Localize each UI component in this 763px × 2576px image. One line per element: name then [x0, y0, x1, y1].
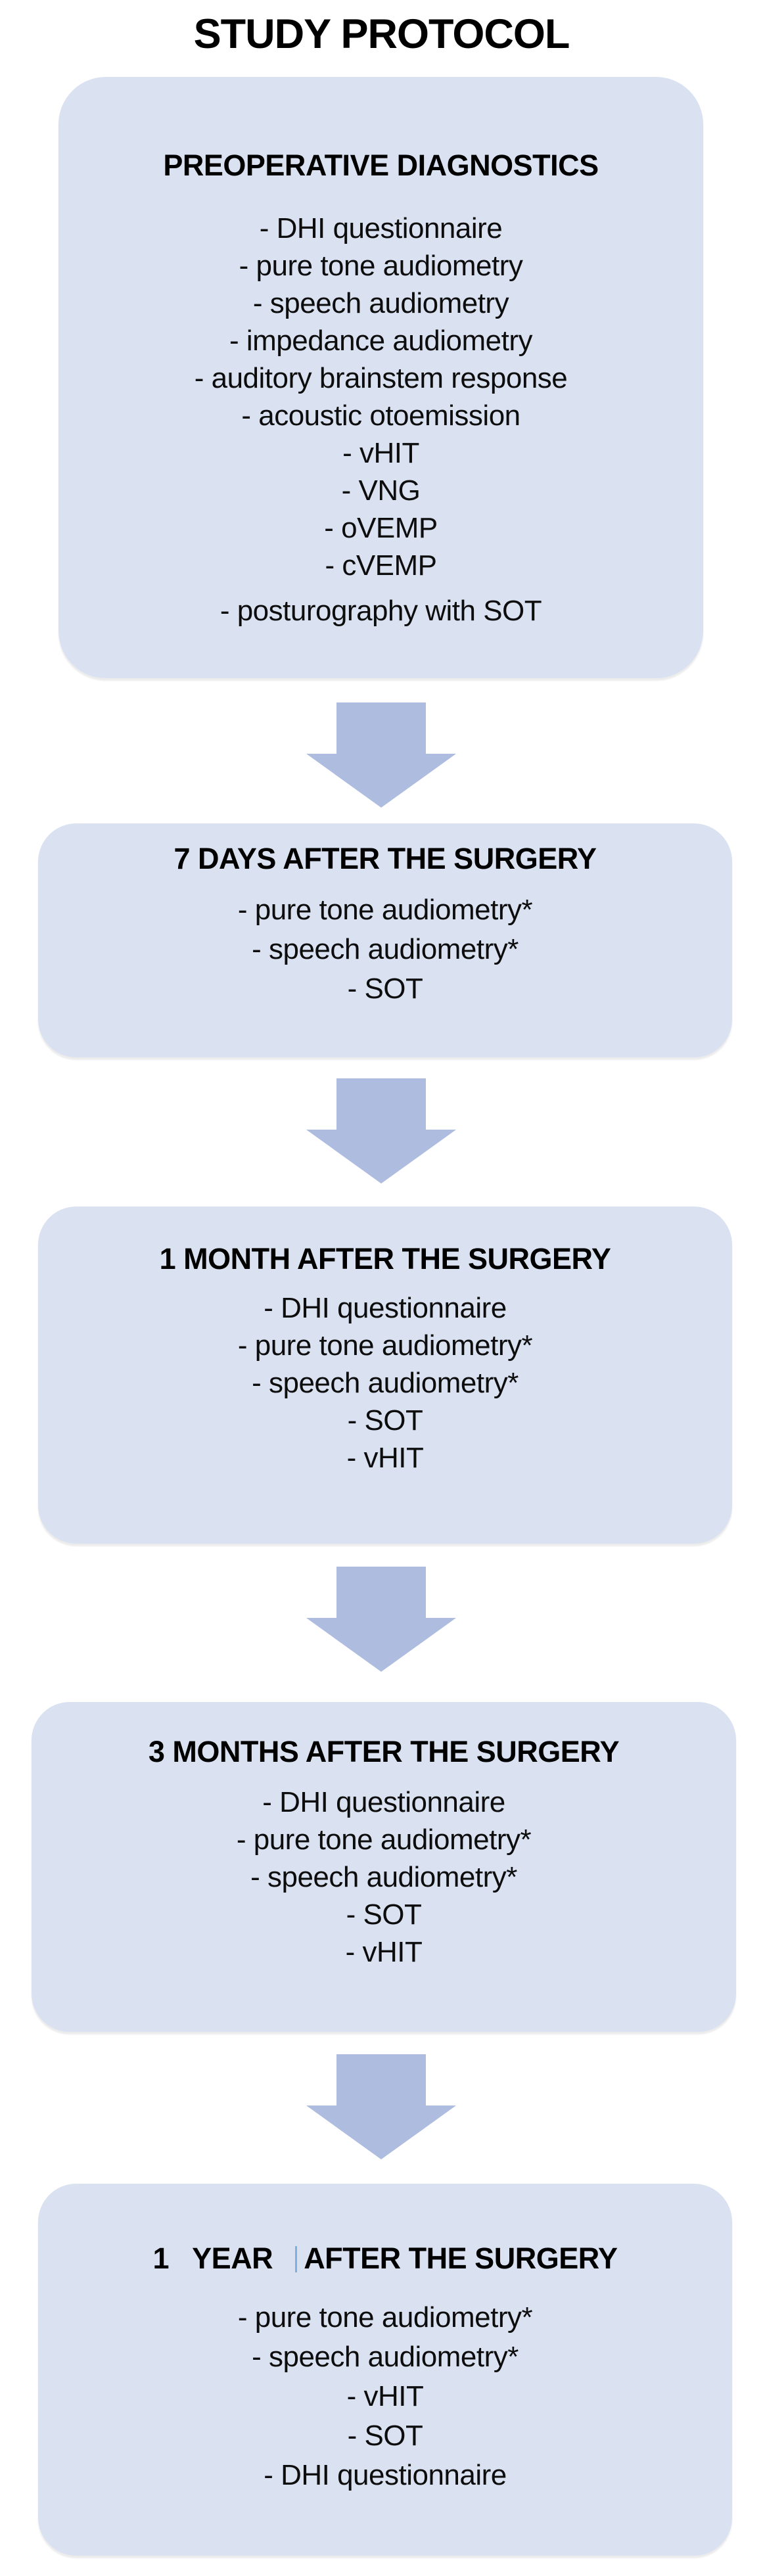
protocol-item: - SOT	[347, 1404, 423, 1437]
protocol-item: - DHI questionnaire	[264, 2459, 507, 2491]
down-arrow-icon	[306, 1078, 456, 1184]
protocol-item: - SOT	[346, 1898, 422, 1931]
stage-header: 1 MONTH AFTER THE SURGERY	[159, 1242, 611, 1276]
stage-box-7-days: 7 DAYS AFTER THE SURGERY - pure tone aud…	[38, 823, 732, 1057]
protocol-item: - acoustic otoemission	[241, 400, 520, 432]
stage-item-list: - DHI questionnaire - pure tone audiomet…	[32, 1783, 736, 1971]
stage-item-list: - pure tone audiometry* - speech audiome…	[38, 890, 732, 1009]
stage-item-list: - pure tone audiometry* - speech audiome…	[38, 2298, 732, 2495]
down-arrow-icon	[306, 1567, 456, 1672]
protocol-item: - VNG	[341, 474, 421, 507]
stage-item-list: - DHI questionnaire - pure tone audiomet…	[58, 210, 703, 630]
protocol-item: - vHIT	[346, 2380, 424, 2412]
protocol-item: - cVEMP	[325, 549, 437, 582]
down-arrow-icon	[306, 2054, 456, 2159]
protocol-item: - pure tone audiometry*	[237, 1329, 533, 1362]
protocol-item: - pure tone audiometry	[239, 250, 523, 282]
stage-header: 1 YEAR AFTER THE SURGERY	[38, 2184, 732, 2274]
diagram-title: STUDY PROTOCOL	[193, 11, 570, 57]
protocol-item: - speech audiometry*	[250, 1861, 517, 1893]
protocol-item: - SOT	[347, 973, 423, 1005]
stage-header-left: 1 YEAR	[152, 2242, 273, 2275]
protocol-item: - oVEMP	[324, 512, 438, 544]
protocol-item: - SOT	[347, 2420, 423, 2452]
text-cursor-divider	[295, 2246, 298, 2272]
stage-box-3-months: 3 MONTHS AFTER THE SURGERY - DHI questio…	[32, 1702, 736, 2032]
protocol-item: - pure tone audiometry*	[236, 1824, 532, 1856]
protocol-item: - posturography with SOT	[220, 595, 542, 627]
protocol-item: - pure tone audiometry*	[237, 894, 533, 926]
stage-box-1-month: 1 MONTH AFTER THE SURGERY - DHI question…	[38, 1207, 732, 1544]
protocol-item: - vHIT	[346, 1442, 424, 1474]
protocol-item: - vHIT	[342, 437, 419, 469]
stage-header: 7 DAYS AFTER THE SURGERY	[173, 842, 597, 875]
protocol-item: - DHI questionnaire	[259, 212, 503, 244]
protocol-item: - vHIT	[345, 1936, 423, 1968]
stage-header: PREOPERATIVE DIAGNOSTICS	[163, 149, 599, 182]
protocol-item: - impedance audiometry	[229, 325, 533, 357]
protocol-item: - speech audiometry*	[252, 2341, 519, 2373]
stage-box-1-year: 1 YEAR AFTER THE SURGERY - pure tone audi…	[38, 2184, 732, 2556]
stage-box-preoperative: PREOPERATIVE DIAGNOSTICS - DHI questionn…	[58, 77, 703, 678]
protocol-item: - DHI questionnaire	[262, 1786, 505, 1818]
protocol-item: - speech audiometry	[252, 287, 509, 319]
protocol-item: - pure tone audiometry*	[237, 2301, 533, 2334]
protocol-item: - speech audiometry*	[252, 933, 519, 965]
stage-header-right: AFTER THE SURGERY	[304, 2242, 618, 2275]
protocol-item: - auditory brainstem response	[194, 362, 568, 394]
protocol-item: - DHI questionnaire	[264, 1292, 507, 1324]
protocol-item: - speech audiometry*	[252, 1367, 519, 1399]
stage-item-list: - DHI questionnaire - pure tone audiomet…	[38, 1289, 732, 1477]
down-arrow-icon	[306, 702, 456, 808]
stage-header: 3 MONTHS AFTER THE SURGERY	[148, 1735, 620, 1768]
